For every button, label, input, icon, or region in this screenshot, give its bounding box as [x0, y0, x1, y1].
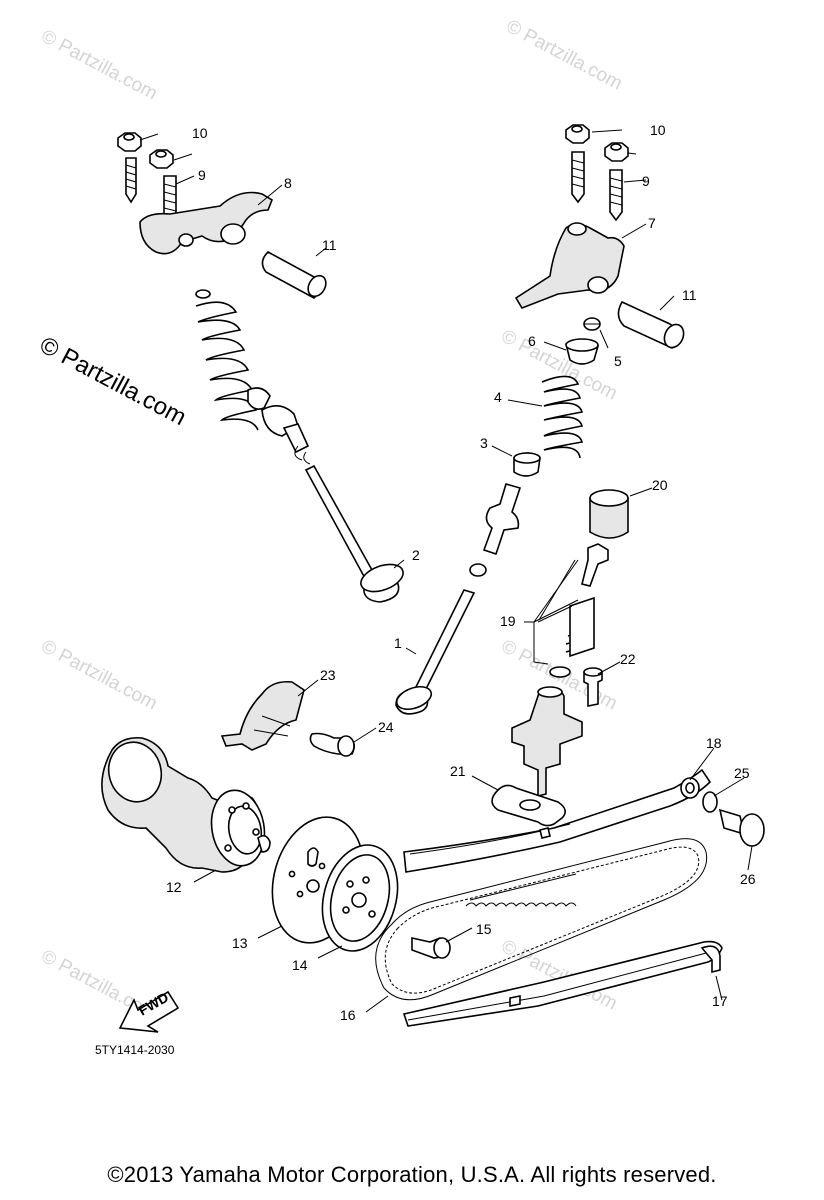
- callout-10-right[interactable]: 10: [650, 122, 666, 138]
- callout-13[interactable]: 13: [232, 935, 248, 951]
- callout-4[interactable]: 4: [494, 389, 502, 405]
- callout-11-right[interactable]: 11: [682, 287, 697, 303]
- callout-20[interactable]: 20: [652, 477, 668, 493]
- callout-10-left[interactable]: 10: [192, 125, 208, 141]
- callout-22[interactable]: 22: [620, 651, 636, 667]
- cam-chain-16[interactable]: [375, 838, 708, 1001]
- valve-left-group: [195, 289, 404, 603]
- rocker-arm-right-group: [514, 124, 685, 350]
- callout-16[interactable]: 16: [340, 1007, 356, 1023]
- camshaft-group: [101, 736, 271, 873]
- callout-1[interactable]: 1: [394, 635, 402, 651]
- watermark-main: © Partzilla.com: [35, 331, 190, 431]
- sprocket-14[interactable]: [311, 837, 408, 960]
- callout-24[interactable]: 24: [378, 719, 394, 735]
- callout-3[interactable]: 3: [480, 435, 488, 451]
- rocker-arm-7[interactable]: [514, 223, 625, 309]
- watermark: © Partzilla.com: [38, 26, 161, 105]
- callout-2[interactable]: 2: [412, 547, 420, 563]
- callout-21[interactable]: 21: [450, 763, 466, 779]
- callout-15[interactable]: 15: [476, 921, 492, 937]
- chain-guide-17[interactable]: [402, 940, 723, 1027]
- callout-12[interactable]: 12: [166, 879, 182, 895]
- chain-guide-18[interactable]: [403, 768, 712, 873]
- diagram-code: 5TY1414-2030: [95, 1043, 175, 1057]
- callout-7[interactable]: 7: [648, 215, 656, 231]
- callout-5[interactable]: 5: [614, 353, 622, 369]
- callout-26[interactable]: 26: [740, 871, 756, 887]
- copyright-notice: ©2013 Yamaha Motor Corporation, U.S.A. A…: [107, 1162, 717, 1187]
- callout-23[interactable]: 23: [320, 667, 336, 683]
- watermark: © Partzilla.com: [38, 636, 161, 715]
- o-ring-25[interactable]: [702, 791, 718, 813]
- rocker-arm-left-group: [117, 132, 327, 299]
- leader-lines: [139, 129, 753, 1013]
- callout-8[interactable]: 8: [284, 175, 292, 191]
- callout-19[interactable]: 19: [500, 613, 516, 629]
- callout-9-right[interactable]: 9: [642, 173, 650, 189]
- callout-18[interactable]: 18: [706, 735, 722, 751]
- tensioner-body[interactable]: [511, 687, 583, 798]
- callout-numbers: 10 9 8 11 10 9 7 11 6 5 4 3 20 2 1 19 22…: [166, 122, 756, 1023]
- callout-6[interactable]: 6: [528, 333, 536, 349]
- rocker-arm-8[interactable]: [139, 191, 273, 255]
- fwd-arrow: FWD: [118, 989, 180, 1033]
- callout-14[interactable]: 14: [292, 957, 308, 973]
- tensioner-group: [511, 489, 629, 798]
- callout-25[interactable]: 25: [734, 765, 750, 781]
- valve-spring-4[interactable]: [541, 375, 584, 459]
- watermark: © Partzilla.com: [503, 16, 626, 95]
- valve-retainer-left[interactable]: [247, 387, 271, 410]
- callout-17[interactable]: 17: [712, 993, 728, 1009]
- valve-guide[interactable]: [482, 483, 522, 556]
- tensioner-bolt[interactable]: [581, 543, 609, 587]
- valve-right-group: [395, 317, 601, 715]
- callout-11-left[interactable]: 11: [322, 237, 337, 253]
- callout-9-left[interactable]: 9: [198, 167, 206, 183]
- cam-chain-links: [465, 873, 577, 907]
- valve-spring-left[interactable]: [195, 301, 259, 431]
